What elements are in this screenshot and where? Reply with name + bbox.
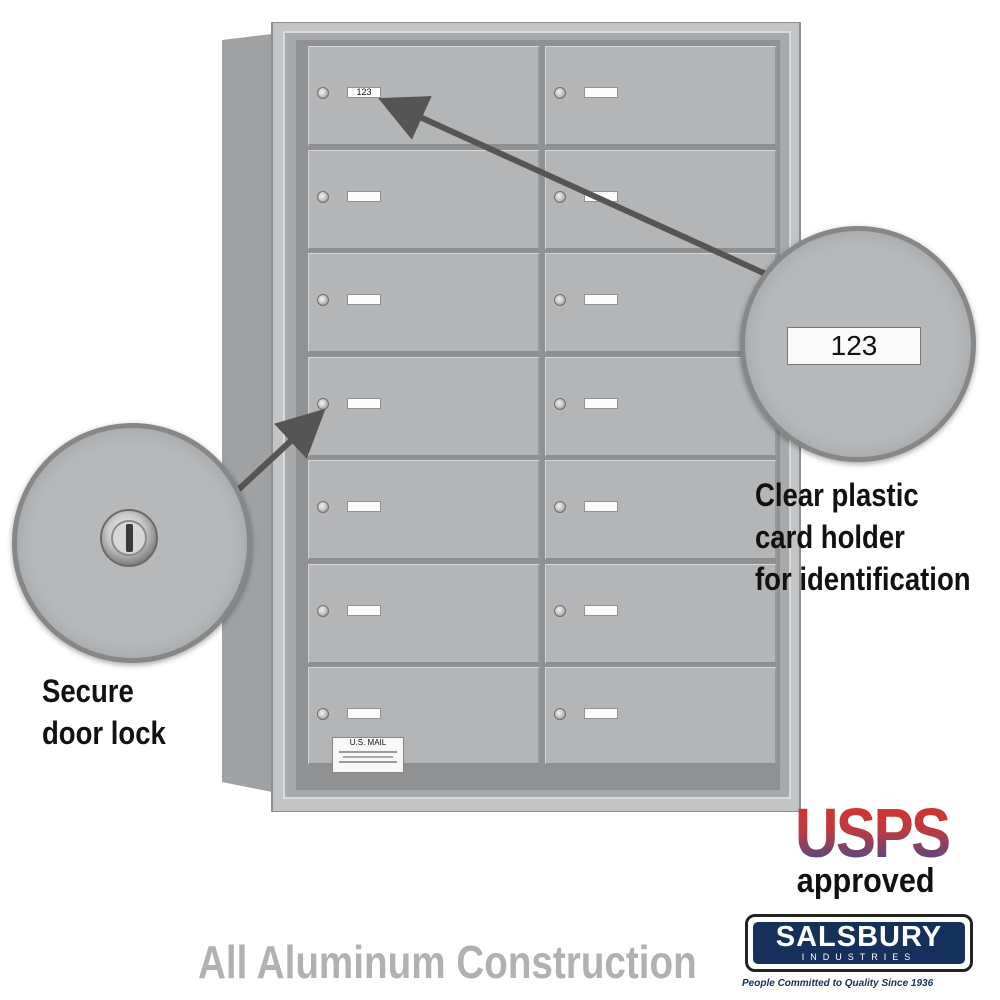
card-holder-icon xyxy=(347,398,381,409)
card-holder-icon: 123 xyxy=(787,327,921,365)
mailbox-door xyxy=(545,150,777,250)
caption-line: card holder xyxy=(755,519,905,555)
card-holder-icon xyxy=(584,501,618,512)
door-lock-icon xyxy=(554,294,566,306)
mailbox-door xyxy=(308,460,540,560)
mailbox-door xyxy=(545,667,777,765)
lock-callout xyxy=(12,423,252,663)
card-holder-icon xyxy=(584,398,618,409)
door-lock-icon xyxy=(554,501,566,513)
mailbox-door xyxy=(545,564,777,664)
card-holder-icon xyxy=(347,191,381,202)
door-lock-icon xyxy=(554,605,566,617)
card-holder-icon xyxy=(347,294,381,305)
salsbury-logo: SALSBURY INDUSTRIES People Committed to … xyxy=(742,914,985,989)
card-holder-icon xyxy=(584,87,618,98)
door-lock-icon xyxy=(554,87,566,99)
mailbox-door xyxy=(545,253,777,353)
card-holder-caption: Clear plastic card holder for identifica… xyxy=(755,474,971,600)
door-lock-icon xyxy=(317,708,329,720)
salsbury-tagline: People Committed to Quality Since 1936 xyxy=(742,978,934,989)
mailbox-door xyxy=(308,150,540,250)
card-holder-icon xyxy=(584,605,618,616)
caption-line: Secure xyxy=(42,673,134,709)
card-holder-icon xyxy=(347,708,381,719)
mailbox-door xyxy=(308,564,540,664)
door-lock-icon xyxy=(317,191,329,203)
card-holder-icon: 123 xyxy=(347,87,381,98)
mailbox-door xyxy=(545,46,777,146)
card-holder-icon xyxy=(584,708,618,719)
card-holder-icon xyxy=(347,501,381,512)
construction-text: All Aluminum Construction xyxy=(198,936,697,988)
pointer-arrow-icon xyxy=(235,408,326,493)
door-lock-icon xyxy=(554,191,566,203)
usps-approved: approved xyxy=(796,862,935,900)
card-holder-callout: 123 xyxy=(740,226,976,462)
card-holder-icon xyxy=(584,294,618,305)
caption-line: Clear plastic xyxy=(755,477,919,513)
salsbury-name: SALSBURY xyxy=(775,921,943,953)
door-lock-icon xyxy=(100,509,158,567)
door-lock-icon xyxy=(554,708,566,720)
door-lock-icon xyxy=(317,87,329,99)
us-mail-plate-title: U.S. MAIL xyxy=(349,738,387,747)
mailbox-door xyxy=(545,357,777,457)
door-lock-icon xyxy=(317,294,329,306)
card-holder-icon xyxy=(347,605,381,616)
usps-logo: USPS approved xyxy=(795,798,955,898)
door-lock-icon xyxy=(317,605,329,617)
caption-line: for identification xyxy=(755,561,971,597)
salsbury-sub: INDUSTRIES xyxy=(801,952,917,962)
caption-line: door lock xyxy=(42,715,166,751)
door-lock-icon xyxy=(554,398,566,410)
us-mail-plate: U.S. MAIL xyxy=(332,737,404,773)
mailbox-door xyxy=(545,460,777,560)
pointer-arrow-icon xyxy=(378,96,792,288)
mailbox-door: 123 xyxy=(308,46,540,146)
mailbox-door xyxy=(308,253,540,353)
lock-caption: Secure door lock xyxy=(42,670,166,754)
card-holder-number: 123 xyxy=(830,330,878,361)
usps-wordmark: USPS xyxy=(795,794,951,872)
door-lock-icon xyxy=(317,501,329,513)
